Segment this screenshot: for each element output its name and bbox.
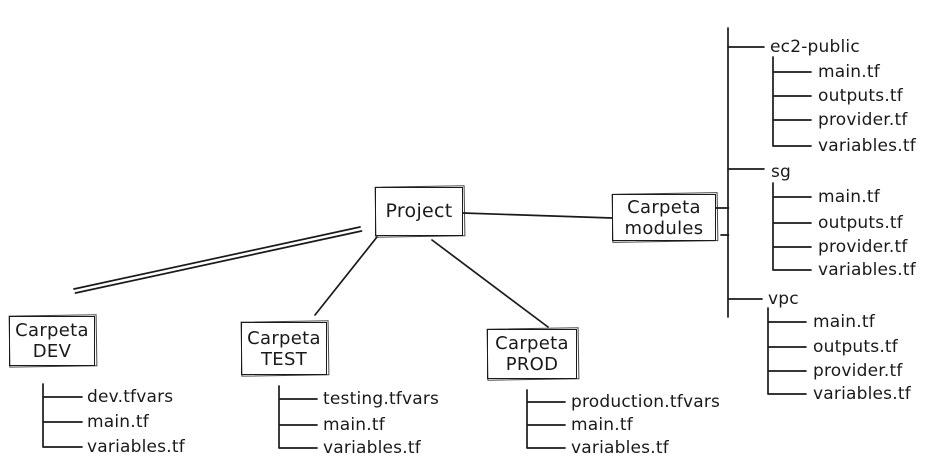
tree-item-label: main.tf (323, 415, 385, 435)
tree-item-label: variables.tf (813, 384, 911, 404)
vpc-tree-lines (767, 307, 807, 395)
dev-node-label-line2: DEV (32, 341, 72, 362)
tree-item-label: main.tf (818, 187, 880, 207)
edge-project-prod (431, 239, 549, 328)
tree-item-label: provider.tf (813, 361, 903, 381)
modules-node-label-line2: modules (624, 217, 704, 239)
tree-item-label: main.tf (818, 62, 880, 82)
tree-item-label: testing.tfvars (323, 389, 440, 409)
tree-item-label: main.tf (87, 412, 149, 432)
tree-item-label: variables.tf (818, 260, 916, 280)
prod-folder-node: Carpeta PROD (487, 329, 577, 379)
module-folder-name: sg (771, 162, 792, 182)
test-node-label-line2: TEST (261, 348, 307, 370)
ec2-public-tree-lines (772, 56, 812, 147)
tree-item-label: provider.tf (818, 237, 908, 257)
dev-node-label-line1: Carpeta (15, 320, 89, 341)
test-node-label-line1: Carpeta (247, 327, 321, 349)
edge-project-dev-stroke1 (73, 226, 361, 290)
prod-tree-lines (526, 389, 566, 449)
tree-item-label: outputs.tf (818, 86, 903, 106)
tree-item-label: variables.tf (818, 136, 916, 156)
modules-folder-branches (727, 46, 765, 300)
tree-item-label: main.tf (571, 415, 633, 435)
dev-tree-lines (42, 383, 83, 448)
test-folder-node: Carpeta TEST (241, 322, 327, 375)
tree-item-label: production.tfvars (571, 392, 721, 412)
tree-item-label: variables.tf (571, 438, 669, 458)
tree-item-label: main.tf (813, 312, 875, 332)
edge-project-dev-stroke2 (74, 230, 363, 294)
tree-item-label: variables.tf (323, 438, 421, 458)
modules-box-trunk-ticks (715, 207, 730, 236)
dev-folder-node: Carpeta DEV (9, 316, 95, 366)
modules-node-label-line1: Carpeta (627, 196, 701, 218)
tree-item-label: outputs.tf (813, 337, 898, 357)
prod-node-label-line2: PROD (505, 354, 559, 375)
module-folder-name: ec2-public (770, 37, 860, 57)
module-folder-name: vpc (768, 289, 799, 309)
project-node-label: Project (385, 200, 453, 222)
tree-item-label: dev.tfvars (87, 387, 174, 407)
tree-item-label: variables.tf (87, 437, 185, 457)
sg-tree-lines (772, 182, 812, 271)
project-node: Project (375, 187, 463, 236)
tree-item-label: provider.tf (818, 110, 908, 130)
test-tree-lines (278, 385, 318, 449)
tree-item-label: outputs.tf (818, 213, 903, 233)
edge-project-modules (462, 212, 613, 219)
prod-node-label-line1: Carpeta (495, 333, 569, 354)
modules-folder-node: Carpeta modules (612, 194, 716, 241)
edge-project-test (314, 236, 378, 316)
